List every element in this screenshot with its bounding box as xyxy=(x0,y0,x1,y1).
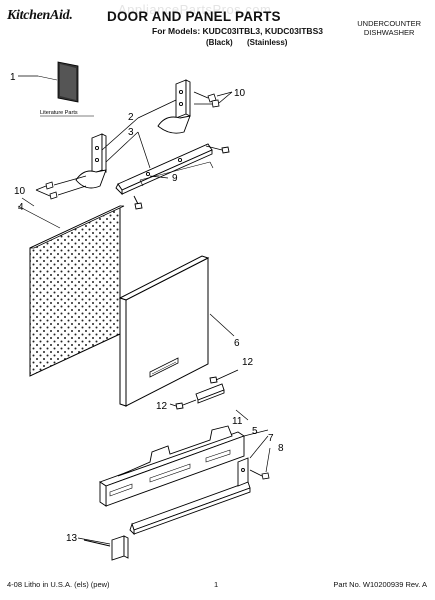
callout-1: 1 xyxy=(10,72,16,83)
category-line-2: DISHWASHER xyxy=(363,28,415,37)
callout-7: 7 xyxy=(268,433,274,444)
toe-panel-bracket-part-5 xyxy=(99,425,245,507)
part-number: Part No. W10200939 Rev. A xyxy=(333,580,427,589)
callout-3: 3 xyxy=(128,127,134,138)
litho-note: 4-08 Litho in U.S.A. (els) (pew) xyxy=(7,580,110,589)
handle-part-11 xyxy=(169,369,239,410)
callout-13: 13 xyxy=(66,533,78,544)
screw-part-8 xyxy=(249,469,270,480)
category-line-1: UNDERCOUNTER xyxy=(357,19,421,28)
screw-group-10-left xyxy=(35,175,87,200)
page-title: DOOR AND PANEL PARTS xyxy=(107,9,281,24)
kickplate-part-7 xyxy=(129,457,251,536)
callout-10-left: 10 xyxy=(14,186,26,197)
callout-6: 6 xyxy=(234,338,240,349)
variant-black: (Black) xyxy=(206,38,233,47)
literature-parts-booklet: Literature Parts xyxy=(37,61,94,117)
right-hinge-bracket xyxy=(157,79,191,134)
callout-12-left: 12 xyxy=(156,401,168,412)
callout-2: 2 xyxy=(128,112,134,123)
clip-part-13 xyxy=(83,535,129,561)
leader-lines xyxy=(17,75,271,545)
door-panel-part-6 xyxy=(118,255,210,407)
callout-4: 4 xyxy=(18,202,24,213)
callout-10-top: 10 xyxy=(234,88,246,99)
screw-group-10-top xyxy=(193,91,233,108)
callout-5: 5 xyxy=(252,426,258,437)
insulation-panel-part-4 xyxy=(29,205,125,377)
callout-numbers: 1 2 3 4 5 6 7 8 9 10 10 11 12 12 13 xyxy=(10,72,284,544)
variant-stainless: (Stainless) xyxy=(247,38,288,47)
callout-8: 8 xyxy=(278,443,284,454)
model-list: For Models: KUDC03ITBL3, KUDC03ITBS3 xyxy=(152,26,323,36)
callout-9: 9 xyxy=(172,173,178,184)
page-number: 1 xyxy=(214,580,219,589)
callout-12-right: 12 xyxy=(242,357,254,368)
watermark: AppliancePartsPros.com xyxy=(118,2,272,17)
top-rail-part-9 xyxy=(115,143,230,210)
category-label: UNDERCOUNTER DISHWASHER xyxy=(357,19,421,37)
callout-11: 11 xyxy=(232,416,243,427)
brand-logo: KitchenAid. xyxy=(7,8,73,23)
left-hinge-bracket xyxy=(75,133,107,189)
literature-label: Literature Parts xyxy=(40,110,78,116)
